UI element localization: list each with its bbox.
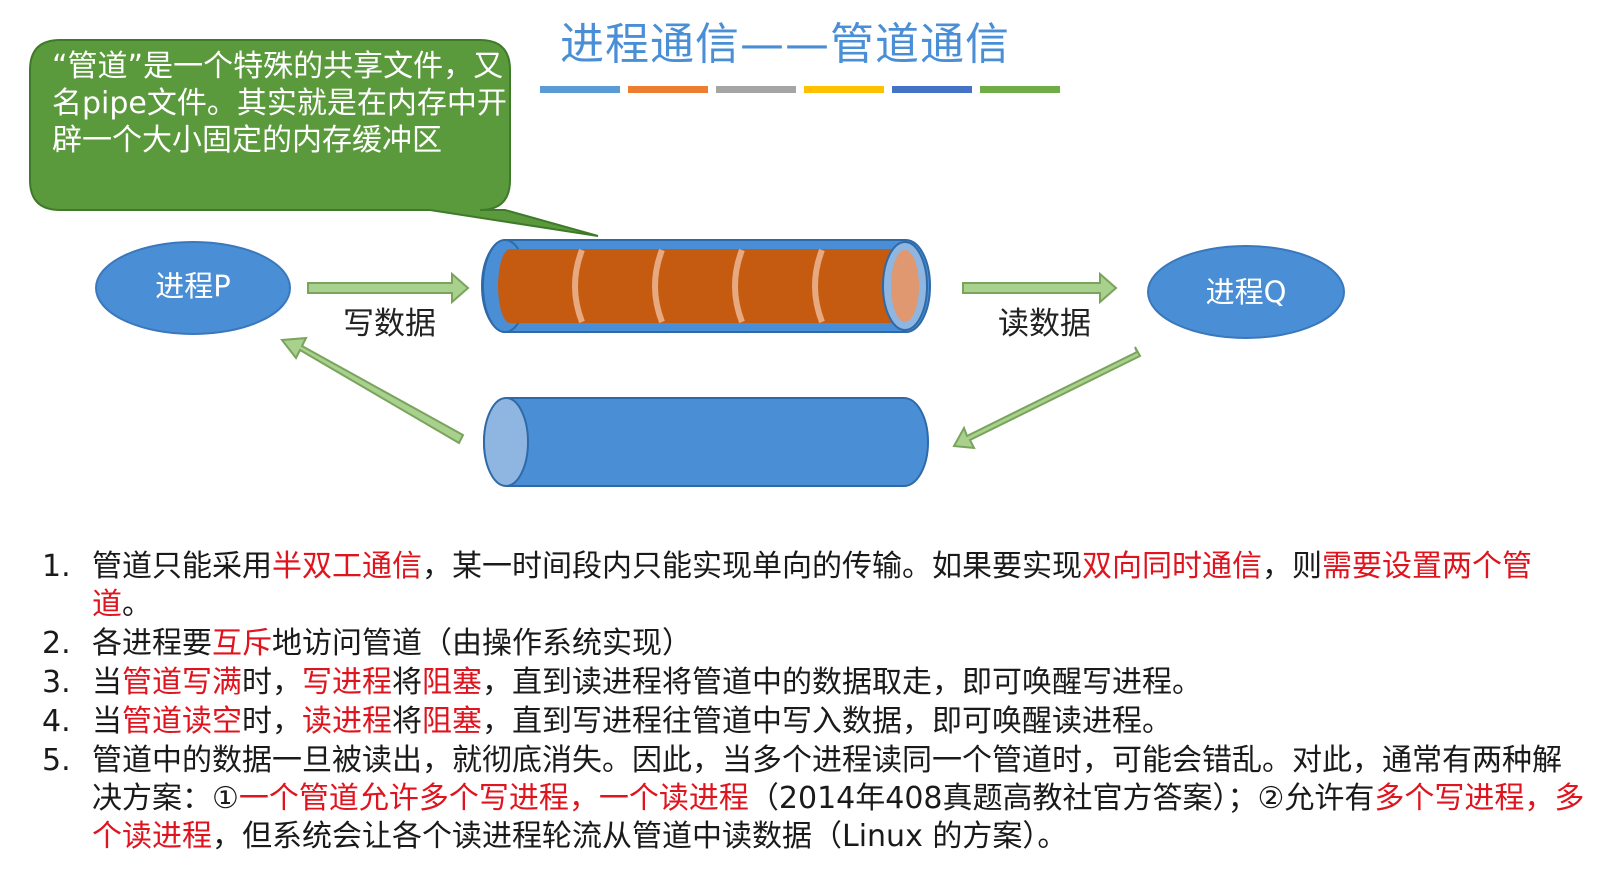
note-segment: 各进程要 — [92, 626, 212, 661]
note-segment: ，但系统会让各个读进程轮流从管道中读数据（Linux 的方案）。 — [212, 819, 1068, 854]
highlight-text: 管道读空 — [122, 704, 242, 739]
highlight-text: 读进程 — [302, 704, 392, 739]
highlight-text: 管道写满 — [122, 665, 242, 700]
note-segment: 将 — [392, 665, 422, 700]
note-segment: ，则 — [1262, 549, 1322, 584]
note-text: 管道只能采用半双工通信，某一时间段内只能实现单向的传输。如果要实现双向同时通信，… — [92, 548, 1587, 624]
note-item: 4. 当管道读空时，读进程将阻塞，直到写进程往管道中写入数据，即可唤醒读进程。 — [42, 703, 1587, 741]
arrow-pipe-to-p — [280, 336, 465, 445]
title-bar-5 — [892, 86, 972, 93]
title-bar-1 — [540, 86, 620, 93]
note-segment: 地访问管道（由操作系统实现） — [272, 626, 692, 661]
title-bar-2 — [628, 86, 708, 93]
note-segment: 管道只能采用 — [92, 549, 272, 584]
highlight-text: 多个写进程，多个读进程 — [92, 781, 1585, 854]
process-q-ellipse — [1147, 245, 1345, 339]
process-p-ellipse — [95, 241, 291, 335]
arrow-q-to-pipe — [952, 346, 1142, 450]
note-item: 1. 管道只能采用半双工通信，某一时间段内只能实现单向的传输。如果要实现双向同时通… — [42, 548, 1587, 624]
callout-text: “管道”是一个特殊的共享文件，又名pipe文件。其实就是在内存中开辟一个大小固定… — [52, 49, 507, 158]
note-item: 2. 各进程要互斥地访问管道（由操作系统实现） — [42, 625, 1587, 663]
note-text: 当管道读空时，读进程将阻塞，直到写进程往管道中写入数据，即可唤醒读进程。 — [92, 703, 1587, 741]
process-q-label: 进程Q — [1205, 275, 1287, 309]
title-bar-6 — [980, 86, 1060, 93]
note-segment: 将 — [392, 704, 422, 739]
note-segment: 时， — [242, 665, 302, 700]
highlight-text: 阻塞 — [422, 665, 482, 700]
note-number: 5. — [42, 743, 71, 778]
note-segment: ，直到读进程将管道中的数据取走，即可唤醒写进程。 — [482, 665, 1202, 700]
arrow-write — [307, 271, 470, 305]
highlight-text: 半双工通信 — [272, 549, 422, 584]
note-text: 管道中的数据一旦被读出，就彻底消失。因此，当多个进程读同一个管道时，可能会错乱。… — [92, 742, 1587, 856]
note-segment: 时， — [242, 704, 302, 739]
highlight-text: 写进程 — [302, 665, 392, 700]
note-text: 各进程要互斥地访问管道（由操作系统实现） — [92, 625, 1587, 663]
note-number: 2. — [42, 626, 71, 661]
note-number: 3. — [42, 665, 71, 700]
process-p-label: 进程P — [155, 269, 231, 303]
write-data-label: 写数据 — [343, 306, 436, 342]
note-number: 1. — [42, 549, 71, 584]
arrow-read — [962, 271, 1118, 305]
notes-list: 1. 管道只能采用半双工通信，某一时间段内只能实现单向的传输。如果要实现双向同时通… — [42, 548, 1587, 857]
highlight-text: 需要设置两个管道 — [92, 549, 1532, 622]
note-item: 3. 当管道写满时，写进程将阻塞，直到读进程将管道中的数据取走，即可唤醒写进程。 — [42, 664, 1587, 702]
note-segment: 管道中的数据一旦被读出，就彻底消失。因此，当多个进程读同一个管道时，可能会错乱。… — [92, 743, 1562, 816]
callout-bubble — [29, 39, 599, 237]
highlight-text: 一个管道允许多个写进程，一个读进程 — [238, 781, 749, 816]
note-segment: （2014年408真题高教社官方答案）；②允许有 — [748, 781, 1375, 816]
pipe-full — [481, 239, 931, 333]
highlight-text: 双向同时通信 — [1082, 549, 1262, 584]
note-segment: 。 — [122, 587, 152, 622]
pipe-diagram — [29, 39, 1345, 487]
title-color-bars — [540, 86, 1060, 93]
pipe-empty — [483, 397, 929, 487]
note-number: 4. — [42, 704, 71, 739]
title-bar-3 — [716, 86, 796, 93]
note-segment: ，直到写进程往管道中写入数据，即可唤醒读进程。 — [482, 704, 1172, 739]
read-data-label: 读数据 — [998, 306, 1091, 342]
note-item: 5. 管道中的数据一旦被读出，就彻底消失。因此，当多个进程读同一个管道时，可能会错… — [42, 742, 1587, 856]
title-bar-4 — [804, 86, 884, 93]
note-text: 当管道写满时，写进程将阻塞，直到读进程将管道中的数据取走，即可唤醒写进程。 — [92, 664, 1587, 702]
highlight-text: 互斥 — [212, 626, 272, 661]
slide-title: 进程通信——管道通信 — [560, 19, 1010, 70]
highlight-text: 阻塞 — [422, 704, 482, 739]
note-segment: 当 — [92, 704, 122, 739]
note-segment: ，某一时间段内只能实现单向的传输。如果要实现 — [422, 549, 1082, 584]
note-segment: 当 — [92, 665, 122, 700]
